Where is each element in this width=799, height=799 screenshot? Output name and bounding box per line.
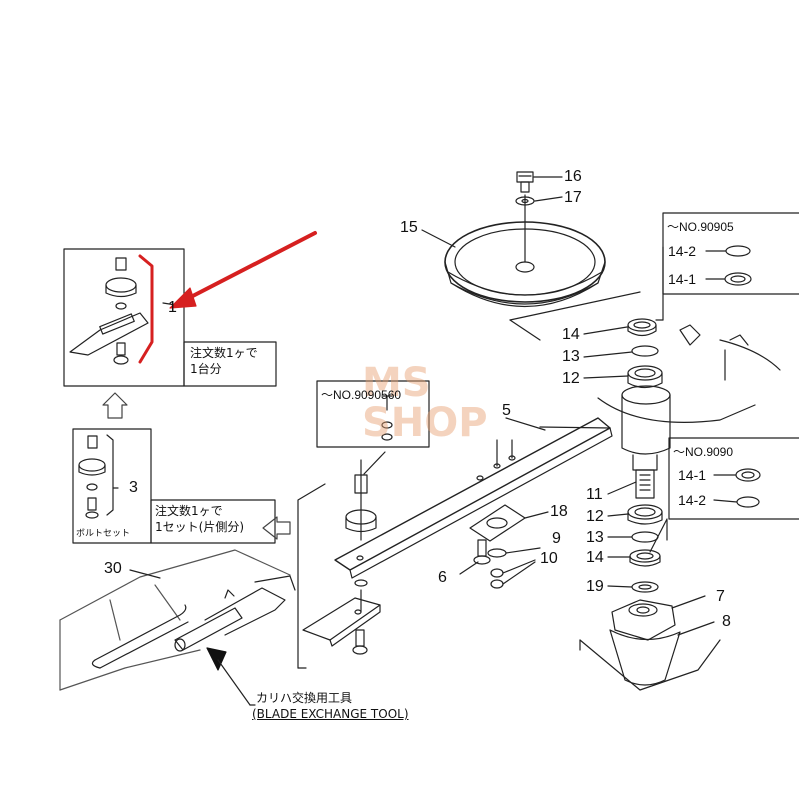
part-label-6: 6 (438, 569, 447, 586)
part-label-12-upper: 12 (562, 370, 580, 387)
tool-label-en: (BLADE EXCHANGE TOOL) (252, 707, 409, 721)
part-label-7: 7 (716, 588, 725, 605)
blade-assembly (297, 417, 613, 669)
part-label-9: 9 (552, 530, 561, 547)
watermark-line-2: SHOP (362, 400, 488, 446)
part-label-16: 16 (564, 168, 582, 185)
version-box-middle (649, 437, 799, 553)
watermark-line-1: MS (362, 360, 431, 406)
part-label-19: 19 (586, 578, 604, 595)
part-label-14-lower: 14 (586, 549, 604, 566)
version-label-blade: ～NO.9090560 (321, 388, 402, 402)
deck-outline (509, 246, 781, 691)
shaft-housing (583, 318, 671, 593)
inset-blade-set (63, 248, 185, 387)
order-note-3-line2: 1セット(片側分) (155, 520, 244, 534)
pulley-assembly (421, 171, 606, 307)
part-label-13-lower: 13 (586, 529, 604, 546)
part-label-14-2-lower: 14-2 (678, 492, 707, 508)
part-label-3: 3 (129, 479, 138, 496)
part-label-14-2-upper: 14-2 (668, 243, 697, 259)
part-label-30: 30 (104, 560, 122, 577)
order-note-3-line1: 注文数1ヶで (155, 504, 223, 518)
part-label-5: 5 (502, 402, 511, 419)
inset-bolt-set (72, 428, 152, 544)
order-box-1 (183, 341, 277, 387)
part-label-13-upper: 13 (562, 348, 580, 365)
order-note-3: 注文数1ヶで 1セット(片側分) (155, 503, 244, 535)
order-note-1-line2: 1台分 (190, 362, 222, 376)
blade-exchange-tool (59, 549, 296, 706)
part-label-17: 17 (564, 189, 582, 206)
part-label-10: 10 (540, 550, 558, 567)
order-note-1: 注文数1ヶで 1台分 (190, 345, 258, 377)
part-label-14-upper: 14 (562, 326, 580, 343)
part-label-14-1-upper: 14-1 (668, 271, 697, 287)
part-label-18: 18 (550, 503, 568, 520)
part-label-1: 1 (168, 299, 177, 316)
part-label-11: 11 (586, 486, 603, 503)
part-label-12-lower: 12 (586, 508, 604, 525)
version-box-blade (316, 380, 430, 448)
red-pointer-arrow (169, 231, 317, 309)
watermark-logo: MS SHOP (362, 363, 488, 443)
version-label-upper: ～NO.90905 (667, 220, 734, 234)
order-note-1-line1: 注文数1ヶで (190, 346, 258, 360)
bolt-set-label: ボルトセット (76, 529, 131, 539)
part-label-14-1-lower: 14-1 (678, 467, 707, 483)
left-arrow-icon (262, 516, 291, 540)
cone-hub (609, 595, 715, 686)
part-label-8: 8 (722, 613, 731, 630)
version-box-upper (662, 212, 799, 295)
tool-label-jp: カリハ交換用工具 (256, 691, 353, 705)
version-label-middle: ～NO.9090 (673, 445, 734, 459)
up-arrow-icon (102, 392, 128, 419)
part-label-15: 15 (400, 219, 418, 236)
order-box-3 (150, 499, 276, 544)
